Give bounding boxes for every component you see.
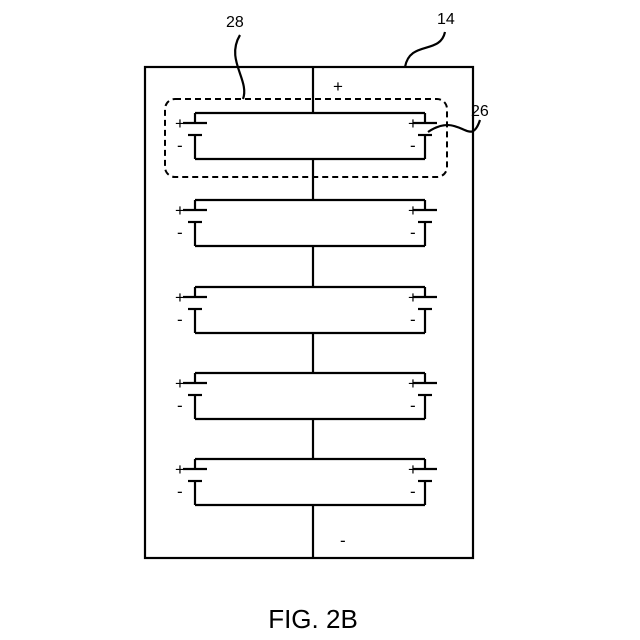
cell-minus-sign: - xyxy=(410,136,416,155)
battery-modules: + - + - + - + - + - + - + - + - + - + - xyxy=(175,67,437,558)
cell-minus-sign: - xyxy=(410,396,416,415)
cell-plus-sign: + xyxy=(175,114,185,133)
cell-plus-sign: + xyxy=(408,460,418,479)
cell-plus-sign: + xyxy=(175,460,185,479)
cell-plus-sign: + xyxy=(175,201,185,220)
cell-minus-sign: - xyxy=(177,223,183,242)
ref-numeral-26: 26 xyxy=(471,103,489,120)
cell-minus-sign: - xyxy=(410,310,416,329)
module-group-outline xyxy=(165,99,447,177)
figure-caption: FIG. 2B xyxy=(268,604,358,634)
leader-line-14 xyxy=(405,32,445,67)
cell-minus-sign: - xyxy=(177,310,183,329)
cell-plus-sign: + xyxy=(408,288,418,307)
cell-minus-sign: - xyxy=(410,482,416,501)
pack-positive-terminal-label: + xyxy=(333,77,343,96)
ref-numeral-14: 14 xyxy=(437,11,455,28)
cell-plus-sign: + xyxy=(408,114,418,133)
cell-plus-sign: + xyxy=(408,374,418,393)
ref-numeral-28: 28 xyxy=(226,14,244,31)
cell-plus-sign: + xyxy=(175,374,185,393)
cell-minus-sign: - xyxy=(410,223,416,242)
cell-plus-sign: + xyxy=(408,201,418,220)
cell-minus-sign: - xyxy=(177,396,183,415)
cell-plus-sign: + xyxy=(175,288,185,307)
cell-minus-sign: - xyxy=(177,482,183,501)
pack-negative-terminal-label: - xyxy=(340,531,346,550)
cell-minus-sign: - xyxy=(177,136,183,155)
